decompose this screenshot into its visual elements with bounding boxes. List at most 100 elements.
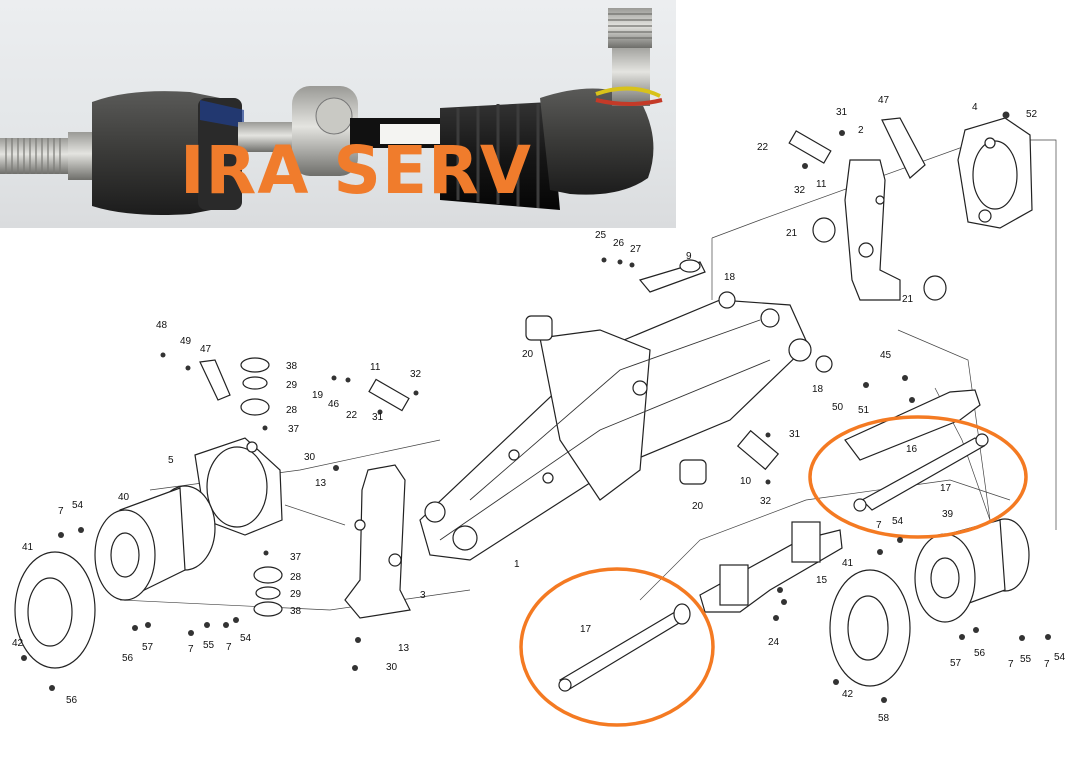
label-part-56: 56 (974, 648, 986, 659)
label-part-21: 21 (902, 294, 914, 305)
hub-part-39 (914, 518, 1030, 623)
label-part-42: 42 (842, 689, 854, 700)
product-photo: IRA SERV (0, 0, 676, 228)
label-part-17: 17 (580, 624, 592, 635)
shim-part-47 (199, 117, 926, 401)
label-part-29: 29 (286, 380, 298, 391)
label-part-42: 42 (12, 638, 24, 649)
label-part-7: 7 (58, 506, 64, 517)
label-part-22: 22 (346, 410, 358, 421)
label-part-32: 32 (410, 369, 422, 380)
label-part-57: 57 (950, 658, 962, 669)
label-part-54: 54 (892, 516, 904, 527)
label-part-45: 45 (880, 350, 892, 361)
label-part-13: 13 (315, 478, 327, 489)
label-part-11: 11 (370, 362, 381, 373)
knuckle-part-5 (194, 437, 283, 536)
label-part-7: 7 (876, 520, 882, 531)
label-part-2: 2 (858, 125, 864, 136)
label-part-56: 56 (122, 653, 134, 664)
label-part-31: 31 (789, 429, 801, 440)
label-part-7: 7 (1044, 659, 1050, 670)
cylinder-part-16 (844, 389, 981, 461)
label-part-56: 56 (66, 695, 78, 706)
label-part-25: 25 (595, 230, 607, 241)
label-part-38: 38 (290, 606, 302, 617)
pin-part-11-right (788, 130, 832, 164)
label-part-17: 17 (940, 483, 952, 494)
label-part-9: 9 (686, 251, 692, 262)
label-part-32: 32 (760, 496, 772, 507)
knuckle-part-4 (957, 117, 1033, 229)
label-part-7: 7 (1008, 659, 1014, 670)
bracket-part-3 (344, 464, 411, 619)
label-part-15: 15 (816, 575, 828, 586)
label-part-32: 32 (794, 185, 806, 196)
label-part-47: 47 (200, 344, 212, 355)
label-part-27: 27 (630, 244, 642, 255)
label-part-21: 21 (786, 228, 798, 239)
seal-parts-28-29-38 (240, 357, 283, 617)
label-part-13: 13 (398, 643, 410, 654)
label-part-1: 1 (514, 559, 520, 570)
watermark-text: IRA SERV (180, 132, 532, 209)
label-part-51: 51 (858, 405, 870, 416)
label-part-24: 24 (768, 637, 780, 648)
label-part-57: 57 (142, 642, 154, 653)
bushing-part-18 (718, 291, 833, 373)
label-part-11: 11 (816, 179, 827, 190)
label-part-48: 48 (156, 320, 168, 331)
label-part-26: 26 (613, 238, 625, 249)
hub-part-40 (94, 485, 216, 601)
pin-part-11-left (368, 378, 410, 412)
label-part-10: 10 (740, 476, 752, 487)
label-part-52: 52 (1026, 109, 1038, 120)
label-part-50: 50 (832, 402, 844, 413)
label-part-58: 58 (878, 713, 890, 724)
label-part-46: 46 (328, 399, 340, 410)
label-part-22: 22 (757, 142, 769, 153)
ring-part-21 (812, 217, 947, 301)
label-part-55: 55 (203, 640, 215, 651)
label-part-16: 16 (906, 444, 918, 455)
label-part-18: 18 (724, 272, 736, 283)
bracket-part-2 (844, 159, 901, 301)
tie-rod-part-17-right (853, 433, 989, 512)
label-part-54: 54 (1054, 652, 1066, 663)
label-part-30: 30 (386, 662, 398, 673)
fasteners (21, 111, 1051, 703)
label-part-31: 31 (836, 107, 848, 118)
label-part-55: 55 (1020, 654, 1032, 665)
label-part-20: 20 (522, 349, 534, 360)
label-part-54: 54 (240, 633, 252, 644)
label-part-28: 28 (290, 572, 302, 583)
label-part-47: 47 (878, 95, 890, 106)
label-part-40: 40 (118, 492, 130, 503)
swing-arm-part-1 (419, 299, 812, 561)
label-part-38: 38 (286, 361, 298, 372)
label-part-20: 20 (692, 501, 704, 512)
label-part-18: 18 (812, 384, 824, 395)
bushing-part-20 (525, 315, 707, 485)
axle-tube-part-15 (699, 521, 843, 613)
label-part-7: 7 (188, 644, 194, 655)
label-part-4: 4 (972, 102, 978, 113)
label-part-31: 31 (372, 412, 384, 423)
label-part-37: 37 (288, 424, 300, 435)
label-part-30: 30 (304, 452, 316, 463)
highlight-tie-rod-right (808, 415, 1028, 539)
label-part-28: 28 (286, 405, 298, 416)
label-part-49: 49 (180, 336, 192, 347)
label-part-41: 41 (22, 542, 34, 553)
tie-rod-end-photo (0, 8, 663, 215)
label-part-39: 39 (942, 509, 954, 520)
label-part-37: 37 (290, 552, 302, 563)
label-part-29: 29 (290, 589, 302, 600)
label-part-5: 5 (168, 455, 174, 466)
label-part-54: 54 (72, 500, 84, 511)
pin-part-9 (638, 259, 706, 293)
part-labels: 1 2 3 4 5 7 7 7 7 7 7 9 10 11 11 13 13 1… (12, 95, 1066, 724)
tie-rod-part-17-left (558, 603, 691, 692)
highlight-tie-rod-left (519, 567, 715, 727)
